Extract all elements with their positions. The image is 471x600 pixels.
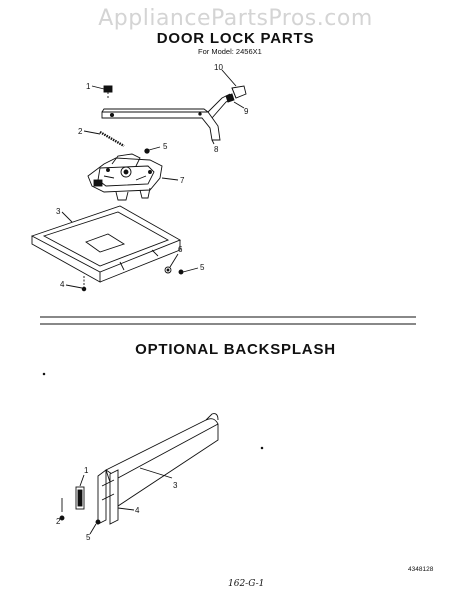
latch-tip-part-10 xyxy=(221,69,247,99)
callout-7: 7 xyxy=(180,176,185,185)
callout-5-lower: 5 xyxy=(200,263,205,272)
callout-8: 8 xyxy=(214,145,219,154)
lock-plate-part-7 xyxy=(87,153,179,201)
watermark: AppliancePartsPros.com xyxy=(98,6,373,31)
washer-part-6 xyxy=(164,253,179,274)
screw-part-2 xyxy=(59,498,65,521)
clip-part-9 xyxy=(225,93,245,109)
backsplash-callout-5: 5 xyxy=(86,533,91,542)
backsplash-bracket xyxy=(97,469,135,525)
backsplash-callout-4: 4 xyxy=(135,506,140,515)
leader-line-8 xyxy=(211,139,215,145)
backsplash-callout-3: 3 xyxy=(173,481,178,490)
callout-9: 9 xyxy=(244,107,249,116)
callout-3: 3 xyxy=(56,207,61,216)
callout-5-upper: 5 xyxy=(163,142,168,151)
section-title: OPTIONAL BACKSPLASH xyxy=(135,341,336,358)
diagram-title: DOOR LOCK PARTS xyxy=(156,30,315,47)
callout-4: 4 xyxy=(60,280,65,289)
backsplash-callout-2: 2 xyxy=(56,517,61,526)
screw-part-4 xyxy=(65,276,87,292)
callout-2: 2 xyxy=(78,127,83,136)
scan-speck xyxy=(260,446,264,450)
clip-part-1 xyxy=(75,474,85,510)
spring-part-2 xyxy=(83,130,125,148)
screw-part-5 xyxy=(89,519,101,535)
screw-part-1 xyxy=(91,85,113,100)
scan-speck xyxy=(42,372,46,376)
callout-10: 10 xyxy=(214,63,223,72)
base-tray-part-3 xyxy=(30,205,182,283)
handwritten-note: 162-G-1 xyxy=(228,579,265,589)
callout-6: 6 xyxy=(178,245,183,254)
part-code: 4348128 xyxy=(408,566,434,573)
callout-1: 1 xyxy=(86,82,91,91)
screw-part-5-lower xyxy=(178,267,199,275)
lock-lever-arm xyxy=(101,93,233,141)
model-subtitle: For Model: 2456X1 xyxy=(198,47,262,56)
backsplash-panel-part-3 xyxy=(105,413,219,507)
screw-part-5-upper xyxy=(144,146,161,154)
section-divider xyxy=(40,316,416,325)
backsplash-callout-1: 1 xyxy=(84,466,89,475)
